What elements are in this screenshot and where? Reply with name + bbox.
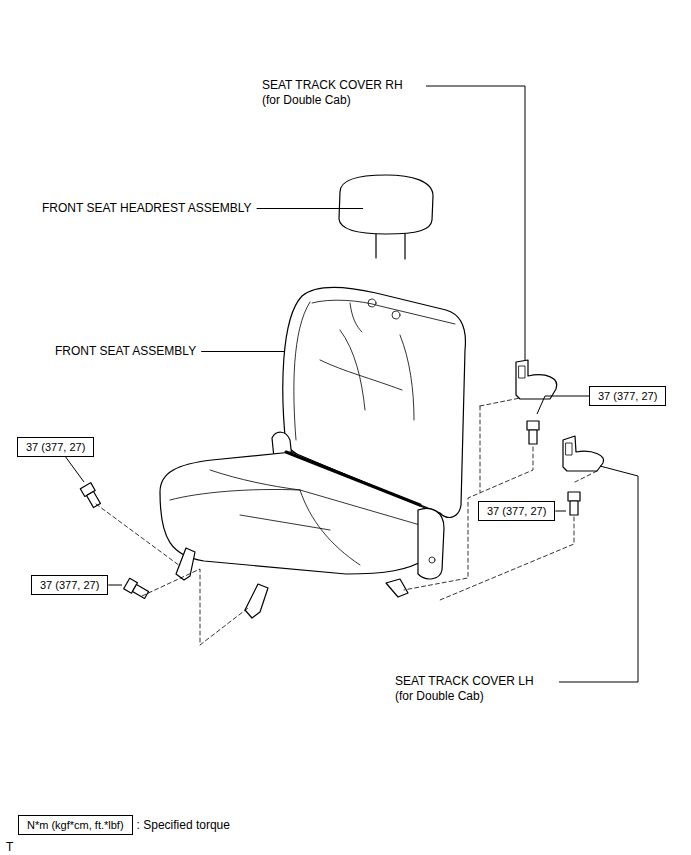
page-mark: T — [6, 840, 13, 855]
torque-box: 37 (377, 27) — [31, 575, 108, 595]
leader-line — [257, 208, 363, 209]
part-name: FRONT SEAT ASSEMBLY — [55, 344, 196, 359]
torque-value: N*m (kgf*cm, ft.*lbf) — [27, 818, 124, 832]
legend-box: N*m (kgf*cm, ft.*lbf) — [18, 815, 133, 835]
cushion-drawing — [160, 452, 444, 579]
legend-note: : Specified torque — [137, 818, 230, 833]
part-name: SEAT TRACK COVER LH (for Double Cab) — [395, 674, 555, 704]
seat-legs — [176, 548, 408, 618]
headrest-drawing — [339, 175, 433, 259]
leader-line — [201, 351, 285, 352]
bolts — [80, 421, 580, 600]
part-name: FRONT SEAT HEADREST ASSEMBLY — [42, 201, 252, 216]
torque-value: 37 (377, 27) — [26, 440, 85, 454]
track-covers — [516, 360, 604, 471]
torque-box: 37 (377, 27) — [17, 437, 94, 457]
leader-line — [66, 457, 84, 482]
torque-value: 37 (377, 27) — [40, 578, 99, 592]
leader-line — [537, 396, 589, 414]
leader-line — [559, 466, 638, 682]
torque-box: 37 (377, 27) — [478, 501, 555, 521]
leader-line — [555, 511, 566, 512]
leader-line — [426, 86, 525, 360]
leader-line — [108, 585, 122, 586]
torque-value: 37 (377, 27) — [598, 389, 657, 403]
torque-box: 37 (377, 27) — [589, 386, 666, 406]
part-name: SEAT TRACK COVER RH (for Double Cab) — [262, 78, 422, 108]
alignment-lines — [96, 398, 597, 645]
torque-value: 37 (377, 27) — [487, 504, 546, 518]
